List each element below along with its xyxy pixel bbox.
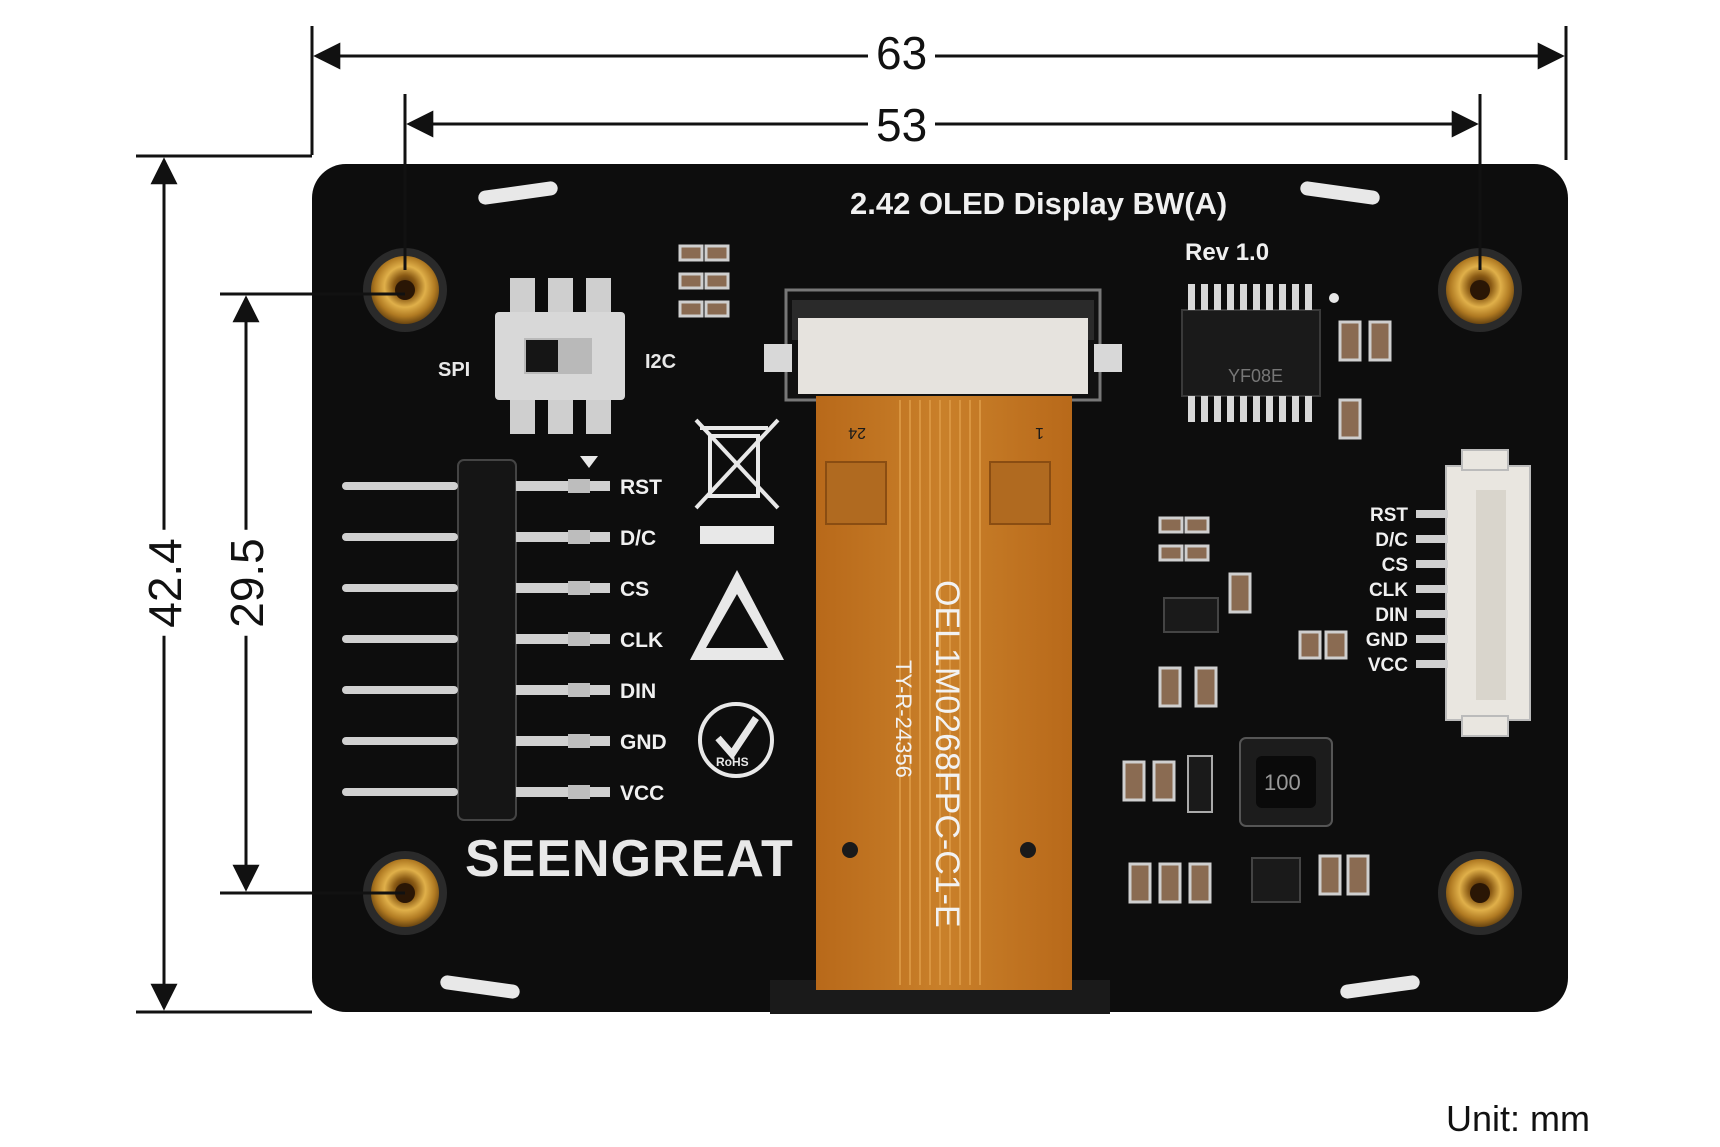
rohs-label: RoHS — [716, 755, 749, 769]
ic-leg — [1188, 284, 1195, 310]
connector-pin: CLK — [1369, 580, 1448, 601]
ic-leg — [1266, 396, 1273, 422]
ic-leg — [1240, 396, 1247, 422]
fpc-pin-first-label: 24 — [848, 424, 866, 441]
ic-leg — [1214, 284, 1221, 310]
ic-leg — [1305, 396, 1312, 422]
header-pin: CS — [342, 578, 649, 601]
dim-height-outer: 42.4 — [139, 530, 191, 636]
board-slots — [440, 181, 1420, 999]
header-pin-label: D/C — [620, 527, 656, 550]
ic-leg — [1292, 396, 1299, 422]
fpc-pin-last-label: 1 — [1035, 424, 1044, 441]
inductor — [1239, 737, 1333, 827]
regulator-ic — [1163, 597, 1301, 903]
weee-bin-icon — [694, 418, 780, 544]
header-pin-label: VCC — [620, 782, 664, 805]
switch-label-spi: SPI — [438, 359, 470, 381]
header-pin-label: GND — [620, 731, 667, 754]
mounting-hole-top-right — [1438, 248, 1522, 332]
ic-leg — [1292, 284, 1299, 310]
side-connector-pins: RST D/C CS CLK DIN GND VCC — [1366, 505, 1448, 676]
ic-leg — [1240, 284, 1247, 310]
connector-pin-label: VCC — [1368, 655, 1408, 676]
board-title: 2.42 OLED Display BW(A) — [850, 186, 1227, 221]
ic-leg — [1253, 284, 1260, 310]
mounting-hole-bottom-right — [1438, 851, 1522, 935]
connector-pin: CS — [1382, 555, 1448, 576]
fpc-part-number: OEL1M0268FPC-C1-E — [928, 580, 966, 928]
connector-pin: D/C — [1375, 530, 1448, 551]
esd-warning-icon — [690, 570, 784, 660]
ic-leg — [1305, 284, 1312, 310]
dimension-lines — [136, 26, 1568, 1014]
header-pin: D/C — [342, 527, 656, 550]
connector-pin: DIN — [1375, 605, 1448, 626]
pin1-marker-icon — [580, 456, 598, 468]
ic-leg — [1201, 284, 1208, 310]
header-pin: DIN — [342, 680, 656, 703]
header-pin-label: RST — [620, 476, 662, 499]
connector-pin-label: DIN — [1375, 605, 1408, 626]
header-pin-label: CS — [620, 578, 649, 601]
ic-leg — [1227, 284, 1234, 310]
rohs-icon — [698, 702, 774, 778]
ic-leg — [1253, 396, 1260, 422]
inductor-marking: 100 — [1264, 770, 1301, 795]
connector-pin: RST — [1370, 505, 1448, 526]
dim-width-outer: 63 — [868, 30, 936, 76]
header-pin-label: CLK — [620, 629, 663, 652]
dim-height-holes: 29.5 — [221, 530, 273, 636]
pin-header-pins: RST D/C CS CLK DIN GND VCC — [342, 476, 667, 805]
connector-pin-label: CS — [1382, 555, 1408, 576]
fpc-connector — [764, 288, 1122, 402]
fpc-ribbon — [816, 396, 1072, 990]
connector-pin-label: GND — [1366, 630, 1408, 651]
ic-leg — [1201, 396, 1208, 422]
switch-label-i2c: I2C — [645, 351, 676, 373]
ic-leg — [1227, 396, 1234, 422]
fpc-sub-marking: TY-R-24356 — [891, 660, 916, 778]
ic-marking: YF08E — [1228, 366, 1283, 386]
connector-pin-label: D/C — [1375, 530, 1408, 551]
connector-pin: VCC — [1368, 655, 1448, 676]
header-pin-label: DIN — [620, 680, 656, 703]
mounting-hole-top-left — [363, 248, 447, 332]
connector-pin-label: CLK — [1369, 580, 1408, 601]
ic-leg — [1279, 396, 1286, 422]
brand-logo: SEENGREAT — [465, 830, 794, 888]
ic-leg — [1188, 396, 1195, 422]
spi-i2c-switch — [495, 278, 625, 434]
ic-leg — [1214, 396, 1221, 422]
board-revision: Rev 1.0 — [1185, 239, 1269, 266]
header-pin: RST — [342, 476, 662, 499]
header-pin: GND — [342, 731, 667, 754]
ic-leg — [1279, 284, 1286, 310]
unit-label: Unit: mm — [1446, 1098, 1590, 1139]
ic-leg — [1266, 284, 1273, 310]
header-pin: CLK — [342, 629, 663, 652]
header-pin: VCC — [342, 782, 664, 805]
ic-tssop — [1181, 284, 1339, 422]
side-connector — [1445, 449, 1531, 737]
dim-width-holes: 53 — [868, 102, 936, 148]
smd-passives — [678, 244, 1392, 904]
connector-pin: GND — [1366, 630, 1448, 651]
connector-pin-label: RST — [1370, 505, 1408, 526]
